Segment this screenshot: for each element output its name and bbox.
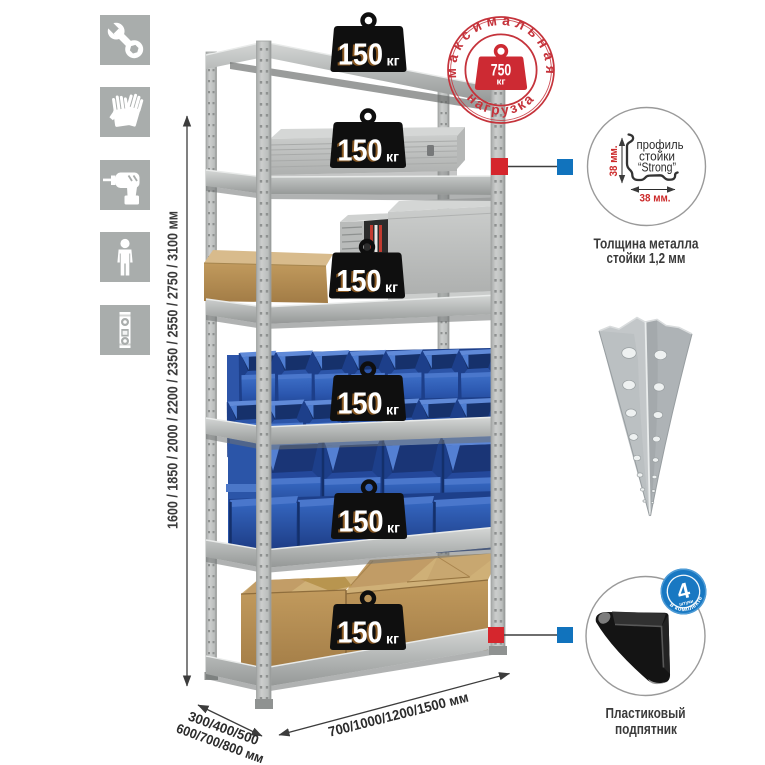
svg-text:подпятник: подпятник (615, 722, 678, 738)
svg-text:Пластиковый: Пластиковый (606, 706, 686, 722)
svg-text:1600 / 1850 / 2000 / 2200 / 23: 1600 / 1850 / 2000 / 2200 / 2350 / 2550 … (166, 211, 182, 529)
svg-text:стойки 1,2 мм: стойки 1,2 мм (607, 251, 686, 267)
svg-text:штуки: штуки (679, 599, 694, 607)
svg-text:38 мм.: 38 мм. (640, 193, 671, 205)
svg-text:кг: кг (497, 77, 506, 87)
svg-text:Толщина металла: Толщина металла (594, 237, 700, 253)
svg-text:150: 150 (336, 38, 381, 73)
svg-text:стойки: стойки (639, 150, 675, 164)
svg-text:750: 750 (491, 62, 512, 80)
svg-text:“Strong”: “Strong” (638, 161, 676, 175)
svg-text:150: 150 (338, 37, 383, 72)
svg-text:38 мм.: 38 мм. (608, 146, 620, 177)
svg-text:кг: кг (387, 53, 400, 69)
svg-text:профиль: профиль (637, 138, 684, 152)
